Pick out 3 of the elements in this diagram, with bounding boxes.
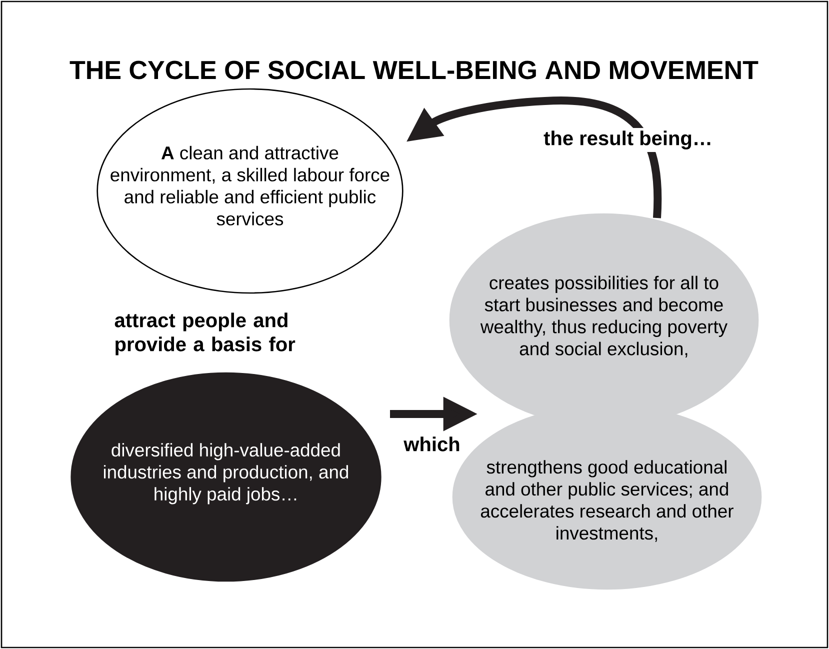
edge-label: the result being… bbox=[540, 128, 716, 152]
note-text: attract people and provide a basis for bbox=[114, 312, 296, 356]
title: THE CYCLE OF SOCIAL WELL-BEING AND MOVEMENT bbox=[70, 60, 758, 80]
